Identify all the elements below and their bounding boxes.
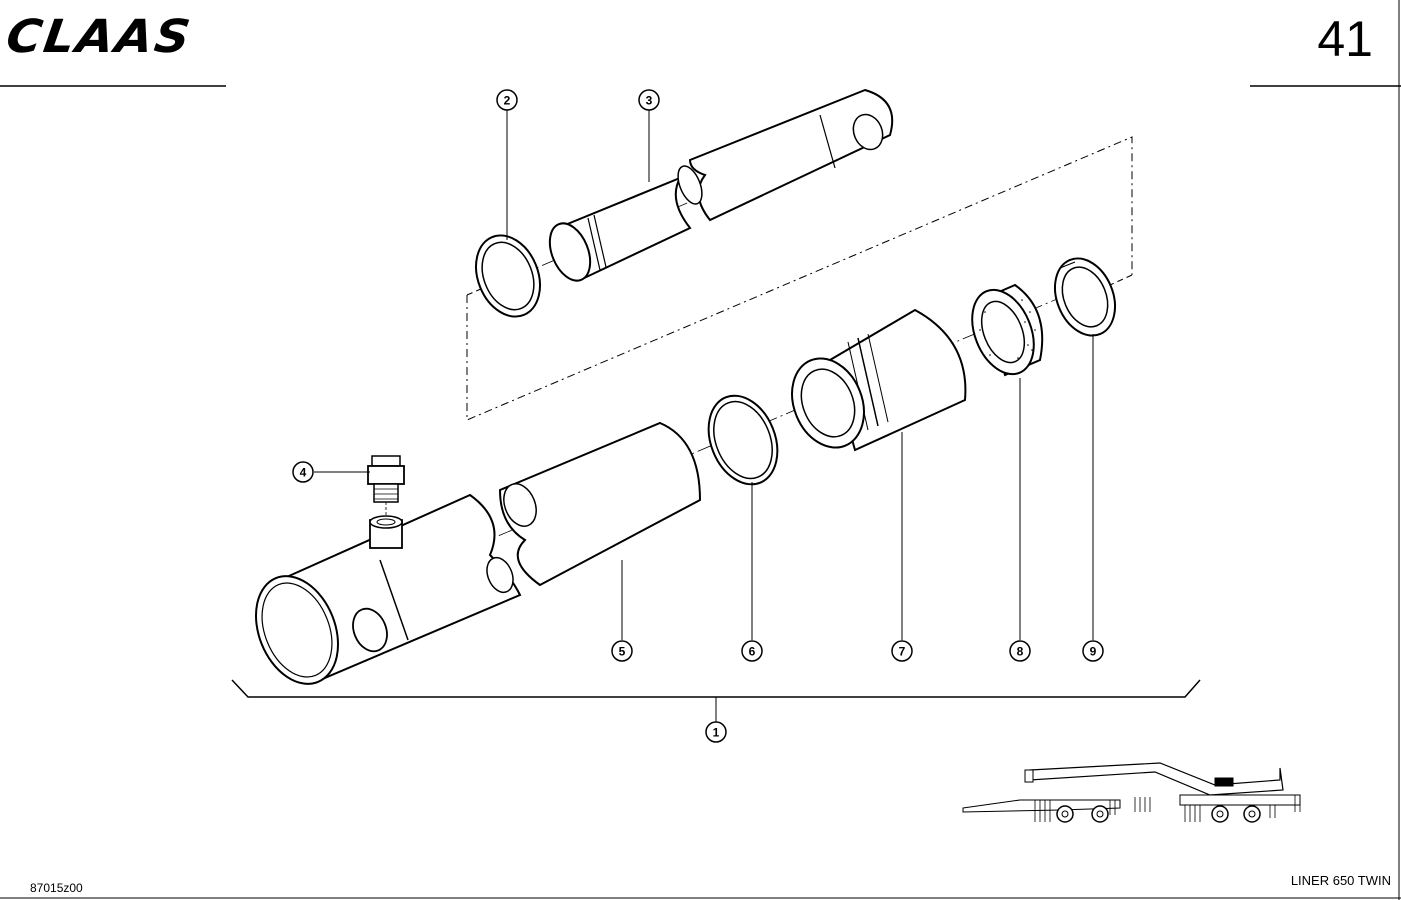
leader-lines bbox=[314, 110, 1094, 722]
dash-link-right bbox=[1109, 274, 1133, 286]
assembly-dash-box bbox=[466, 136, 1133, 421]
callout-4-label: 4 bbox=[300, 466, 307, 480]
callout-8-label: 8 bbox=[1017, 645, 1024, 659]
callout-3: 3 bbox=[638, 89, 660, 111]
part-9-ring bbox=[1054, 257, 1116, 337]
callout-5-label: 5 bbox=[619, 645, 626, 659]
callout-9-label: 9 bbox=[1090, 645, 1097, 659]
part-4-fitting bbox=[367, 455, 405, 520]
callout-2-label: 2 bbox=[504, 94, 511, 108]
callout-7-label: 7 bbox=[899, 645, 906, 659]
machine-model: LINER 650 TWIN bbox=[1290, 873, 1391, 888]
callout-6: 6 bbox=[741, 640, 763, 662]
callout-7: 7 bbox=[891, 640, 913, 662]
assembly-bracket bbox=[231, 679, 1201, 698]
callout-9: 9 bbox=[1082, 640, 1104, 662]
page-number: 41 bbox=[1317, 11, 1373, 67]
part-3-piston-rod bbox=[548, 88, 894, 282]
part-7-cylinder-head bbox=[791, 308, 967, 452]
part-5-cylinder-tube bbox=[254, 421, 702, 685]
callout-1-label: 1 bbox=[713, 726, 720, 740]
part-2-snap-ring bbox=[475, 234, 541, 318]
drawing-code: 87015z00 bbox=[30, 881, 83, 895]
part-6-seal-ring bbox=[707, 394, 779, 486]
callout-1: 1 bbox=[705, 721, 727, 743]
callout-6-label: 6 bbox=[749, 645, 756, 659]
callout-2: 2 bbox=[496, 89, 518, 111]
callout-4: 4 bbox=[292, 461, 314, 483]
callout-3-label: 3 bbox=[646, 94, 653, 108]
machine-thumbnail bbox=[962, 762, 1301, 823]
part-8-wiper bbox=[971, 283, 1044, 377]
callout-5: 5 bbox=[611, 640, 633, 662]
callout-8: 8 bbox=[1009, 640, 1031, 662]
cylinder-axis bbox=[299, 284, 1091, 621]
